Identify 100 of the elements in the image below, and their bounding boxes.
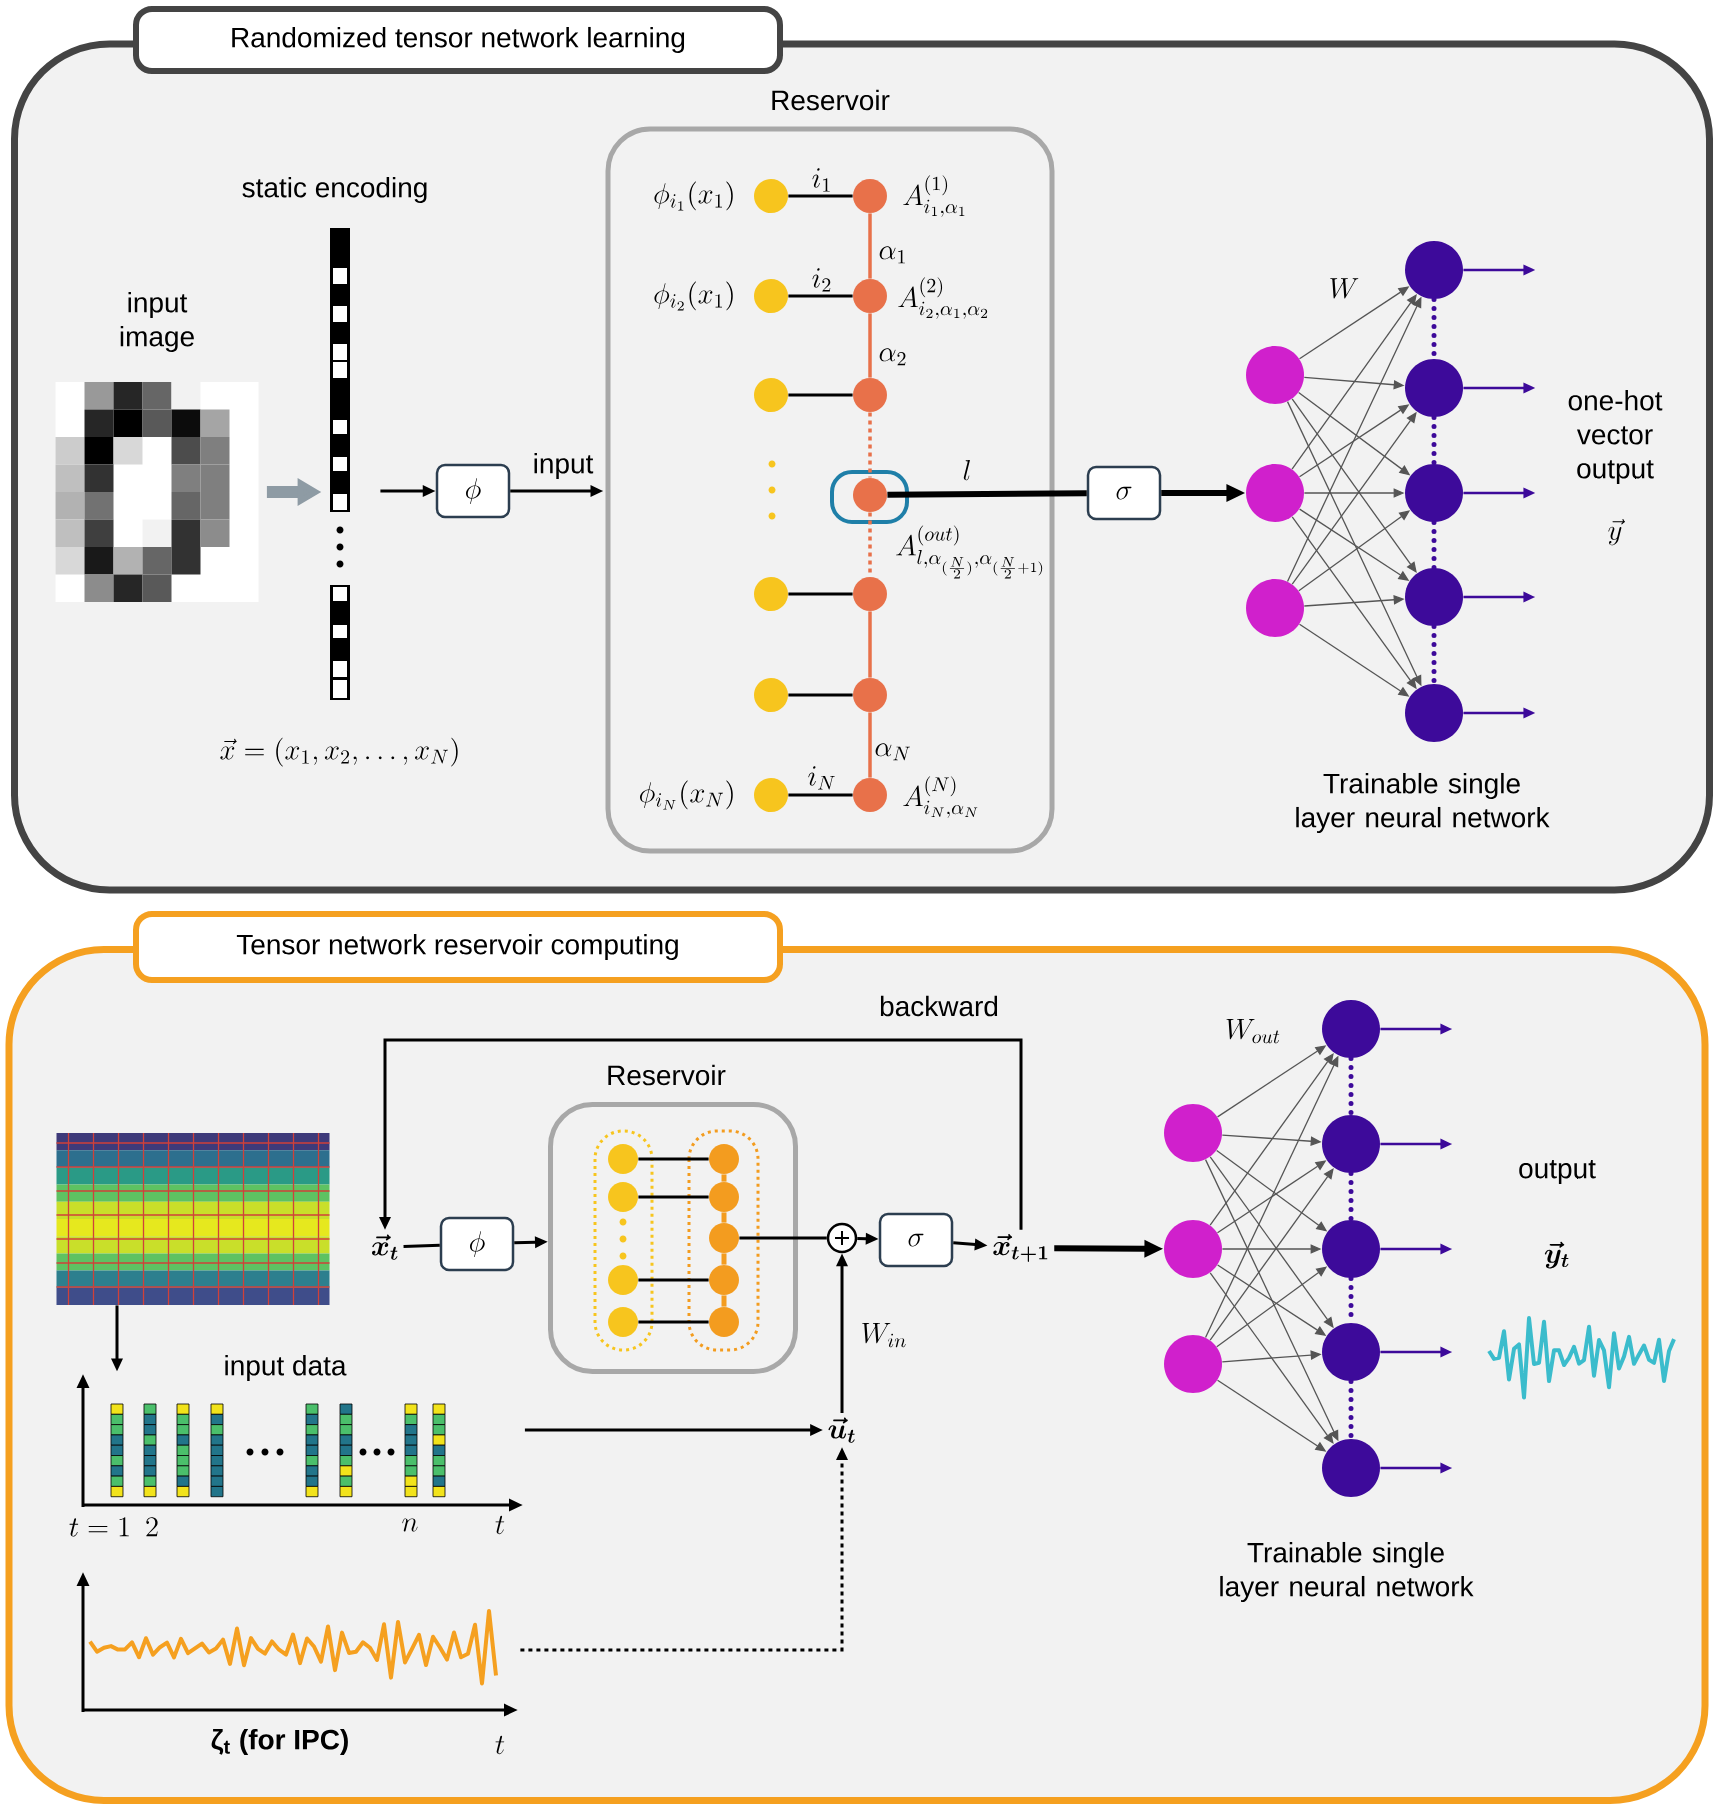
connector-line bbox=[788, 793, 853, 797]
node-label: $A^{(N)}_{i_N,\alpha_N}$ bbox=[903, 776, 978, 818]
output-symbol: $\vec{y}_t$ bbox=[1544, 1241, 1569, 1269]
function-box: $\sigma$ bbox=[1086, 465, 1162, 521]
neuron bbox=[1405, 568, 1463, 626]
neuron bbox=[1405, 241, 1463, 299]
connector-line bbox=[788, 393, 853, 397]
connector-line bbox=[638, 1320, 709, 1324]
input-dot bbox=[754, 577, 788, 611]
dotted-line bbox=[1348, 1055, 1354, 1118]
input-dot bbox=[608, 1144, 638, 1174]
node-label: $\phi_{i_1}(x_1)$ bbox=[654, 181, 733, 211]
connector-line bbox=[788, 194, 853, 198]
node-label: $A^{(1)}_{i_1,\alpha_1}$ bbox=[903, 175, 965, 217]
edge-label: $W_{in}$ bbox=[858, 1321, 910, 1349]
tensor-node bbox=[853, 577, 887, 611]
box-heading: Reservoir bbox=[772, 89, 890, 111]
tensor-node bbox=[853, 678, 887, 712]
tensor-node bbox=[709, 1265, 739, 1295]
tick-label: $t = 1$ bbox=[69, 1517, 129, 1537]
node-label: $\phi_{i_2}(x_1)$ bbox=[654, 281, 733, 311]
connector-line bbox=[403, 1243, 440, 1248]
output-label: one-hot vector output bbox=[1568, 389, 1663, 485]
neuron bbox=[1246, 579, 1304, 637]
axis-label: $t$ bbox=[495, 1515, 505, 1535]
tensor-node bbox=[709, 1307, 739, 1337]
image-heading: input image bbox=[120, 291, 194, 353]
tick-label: $2$ bbox=[146, 1517, 158, 1537]
vector-label: $\vec{x}_{t+1}$ bbox=[993, 1234, 1048, 1262]
edge-label: input bbox=[530, 450, 596, 482]
neuron bbox=[1322, 1439, 1380, 1497]
edge-label: $i_N$ bbox=[805, 764, 839, 792]
tick-label: $n$ bbox=[402, 1518, 418, 1532]
dotted-line bbox=[1348, 1170, 1354, 1223]
network-caption: Trainable single layer neural network bbox=[1220, 1541, 1474, 1603]
axis-label: $t$ bbox=[495, 1735, 505, 1755]
input-dot bbox=[754, 378, 788, 412]
tensor-node bbox=[853, 378, 887, 412]
connector-line bbox=[638, 1157, 709, 1161]
neuron bbox=[1322, 1220, 1380, 1278]
neuron bbox=[1322, 1323, 1380, 1381]
vector-label: $\vec{x}_t$ bbox=[371, 1234, 398, 1260]
connector-line bbox=[721, 1174, 727, 1182]
connector-line bbox=[721, 1295, 727, 1307]
map-picture bbox=[55, 1132, 331, 1306]
connector-line bbox=[868, 213, 872, 279]
neuron bbox=[1405, 359, 1463, 417]
connector-line bbox=[868, 611, 872, 678]
title-tab: Randomized tensor network learning bbox=[133, 6, 783, 74]
neuron bbox=[1322, 1115, 1380, 1173]
dotted-line bbox=[868, 512, 872, 577]
neuron bbox=[1246, 464, 1304, 522]
connector-line bbox=[721, 1212, 727, 1223]
network-caption: Trainable single layer neural network bbox=[1296, 772, 1550, 834]
weight-label: $W$ bbox=[1330, 278, 1359, 299]
connector-line bbox=[868, 712, 872, 778]
dotted-line bbox=[1431, 519, 1437, 571]
edge-label: $l$ bbox=[960, 458, 974, 482]
edge-label: $i_1$ bbox=[809, 166, 835, 194]
edge-label: backward bbox=[877, 993, 1001, 1019]
connector-line bbox=[868, 313, 872, 378]
arrow bbox=[379, 1038, 1023, 1230]
node-label: $A^{(2)}_{i_2,\alpha_1,\alpha_2}$ bbox=[898, 277, 988, 319]
connector-line bbox=[739, 1236, 827, 1240]
tensor-node bbox=[709, 1144, 739, 1174]
function-box: $\phi$ bbox=[439, 1216, 515, 1272]
neuron bbox=[1322, 1000, 1380, 1058]
input-dot bbox=[608, 1265, 638, 1295]
connector-line bbox=[638, 1195, 709, 1199]
arrow bbox=[1291, 294, 1417, 470]
connector-line bbox=[788, 592, 853, 596]
connector-line bbox=[887, 490, 1087, 498]
chart-heading: input data bbox=[225, 1354, 347, 1382]
title-tab: Tensor network reservoir computing bbox=[133, 911, 783, 983]
dotted-line bbox=[1431, 414, 1437, 467]
neuron bbox=[1405, 464, 1463, 522]
neuron bbox=[1164, 1335, 1222, 1393]
neuron bbox=[1164, 1104, 1222, 1162]
edge-label: $i_2$ bbox=[809, 266, 835, 294]
neuron bbox=[1405, 684, 1463, 742]
output-label: output bbox=[1519, 1160, 1596, 1184]
node-label: $\phi_{i_N}(x_N)$ bbox=[640, 780, 733, 810]
sum-node bbox=[826, 1222, 858, 1254]
strip-heading: static encoding bbox=[242, 176, 427, 204]
chart-heading: ζ$_{t}$ (for IPC) bbox=[211, 1728, 348, 1756]
connector-line bbox=[788, 693, 853, 697]
input-dot bbox=[608, 1182, 638, 1212]
node-label: $A^{(out)}_{l,\alpha_{(\frac{N}{2})},\alpha_{(\frac{N}{2}+1)}}$ bbox=[896, 525, 1043, 579]
vector-label: $\vec{u}_t$ bbox=[828, 1417, 855, 1443]
weight-label: $W_{out}$ bbox=[1226, 1019, 1280, 1044]
node-label: $\vec{x} = (x_1, x_2, \dots, x_N)$ bbox=[220, 737, 458, 767]
neuron bbox=[1164, 1220, 1222, 1278]
connector-line bbox=[638, 1278, 709, 1282]
box-heading: Reservoir bbox=[608, 1064, 726, 1086]
input-dot bbox=[608, 1307, 638, 1337]
connector-line bbox=[721, 1253, 727, 1265]
output-symbol: $\vec{y}$ bbox=[1608, 518, 1626, 546]
dotted-line bbox=[868, 412, 872, 478]
function-box: $\phi$ bbox=[435, 463, 511, 519]
function-box: $\sigma$ bbox=[878, 1212, 954, 1268]
